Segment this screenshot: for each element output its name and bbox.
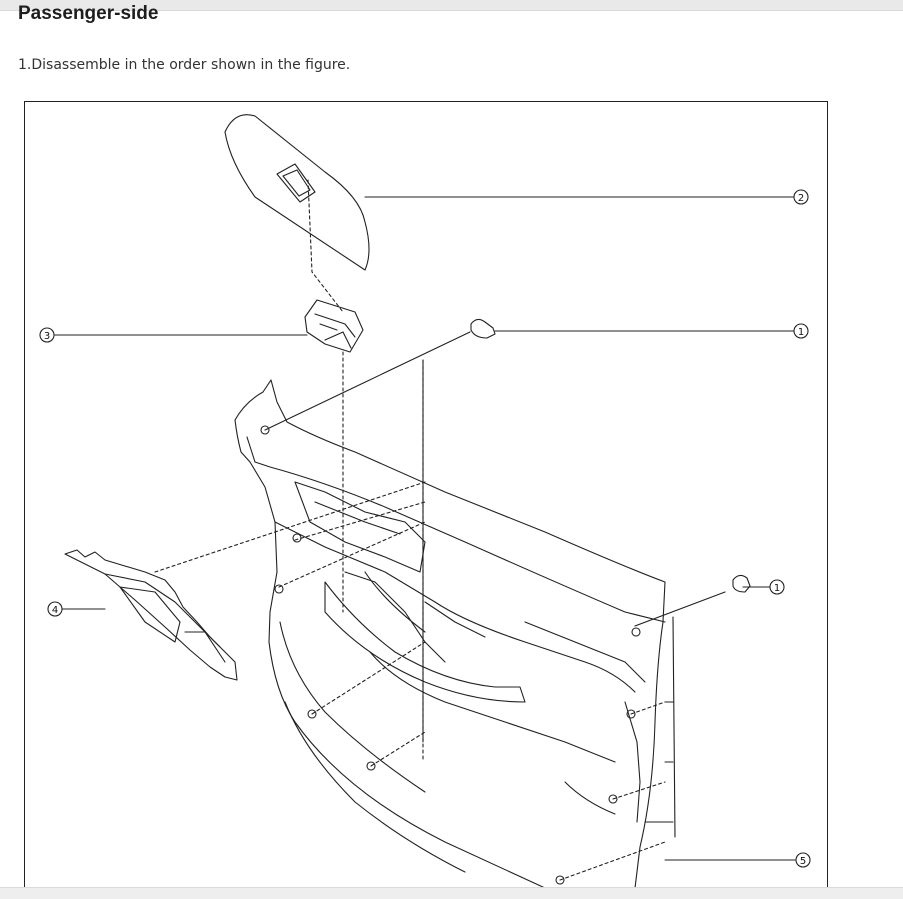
bottom-scroll-edge	[0, 887, 903, 899]
callout-2-icon	[793, 189, 809, 205]
door-trim-panel-part	[234, 379, 676, 888]
callout-1-icon	[793, 323, 809, 339]
exploded-view-figure: 2 3 1 1 4 5	[24, 101, 828, 888]
callout-5-icon	[795, 852, 811, 868]
top-toolbar-edge	[0, 0, 903, 11]
callout-label-1-lower: 1	[774, 583, 780, 594]
callout-label-4: 4	[52, 605, 58, 616]
clip-fasteners	[260, 318, 751, 885]
callout-label-2: 2	[798, 193, 804, 204]
callout-label-1: 1	[798, 327, 804, 338]
callout-4-icon	[47, 601, 63, 617]
section-heading: Passenger-side	[18, 3, 159, 24]
inner-handle-bezel-part	[64, 549, 238, 681]
callout-label-5: 5	[800, 856, 806, 867]
switch-panel-part	[224, 114, 370, 271]
callout-1b-icon	[769, 579, 785, 595]
callout-label-3: 3	[44, 331, 50, 342]
callout-3-icon	[39, 327, 55, 343]
window-switch-part	[304, 299, 364, 353]
door-trim-diagram: 2 3 1 1 4 5	[39, 114, 811, 888]
callout-circles	[39, 189, 811, 868]
instruction-step-1: 1.Disassemble in the order shown in the …	[18, 57, 351, 73]
assembly-leader-lines	[54, 179, 796, 881]
